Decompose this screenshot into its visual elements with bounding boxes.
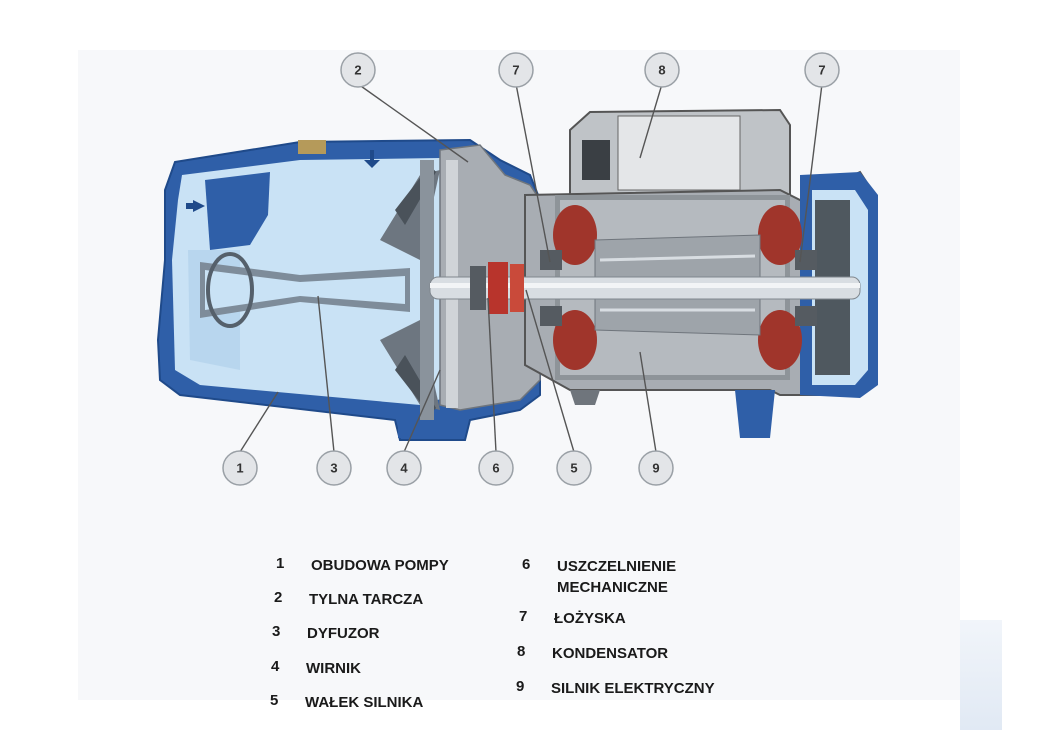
legend-number: 4 <box>271 658 280 675</box>
winding-right-top <box>758 205 802 265</box>
callout-label: 7 <box>512 63 519 78</box>
inlet-arrow-icon <box>193 200 205 212</box>
winding-left-bottom <box>553 310 597 370</box>
legend-label: USZCZELNIENIE <box>557 558 677 575</box>
electric-motor <box>524 108 878 438</box>
motor-shaft <box>429 276 861 300</box>
callout-label: 8 <box>658 63 665 78</box>
callout-label: 2 <box>354 63 361 78</box>
watermark-logo <box>960 620 1002 730</box>
callout-9: 9 <box>638 450 674 486</box>
legend-label: DYFUZOR <box>307 625 380 642</box>
outlet-arrow-icon <box>364 150 380 168</box>
legend-label: ŁOŻYSKA <box>554 610 626 627</box>
legend-label-line2: MECHANICZNE <box>557 579 668 596</box>
legend-number: 8 <box>517 643 526 660</box>
bearings <box>540 250 817 326</box>
callout-label: 6 <box>492 461 499 476</box>
legend-number: 9 <box>516 678 525 695</box>
legend-number: 7 <box>519 608 528 625</box>
callout-8: 8 <box>644 52 680 88</box>
callout-label: 7 <box>818 63 825 78</box>
callout-1: 1 <box>222 450 258 486</box>
callout-label: 3 <box>330 461 337 476</box>
legend-number: 6 <box>522 556 531 573</box>
legend-number: 5 <box>270 692 279 709</box>
callout-2: 2 <box>340 52 376 88</box>
callout-label: 1 <box>236 461 243 476</box>
callout-7-left: 7 <box>498 52 534 88</box>
legend-label: WIRNIK <box>306 660 361 677</box>
mechanical-seal <box>470 262 524 314</box>
callout-label: 4 <box>400 461 408 476</box>
legend-number: 2 <box>274 589 283 606</box>
callout-5: 5 <box>556 450 592 486</box>
legend-number: 3 <box>272 623 281 640</box>
callout-3: 3 <box>316 450 352 486</box>
legend-label: TYLNA TARCZA <box>309 591 424 608</box>
callout-6: 6 <box>478 450 514 486</box>
plug-fitting <box>298 140 326 154</box>
legend-label: KONDENSATOR <box>552 645 669 662</box>
legend-label: WAŁEK SILNIKA <box>305 694 424 711</box>
legend-number: 1 <box>276 555 285 572</box>
legend-label: OBUDOWA POMPY <box>311 557 449 574</box>
callout-4: 4 <box>386 450 422 486</box>
callout-label: 5 <box>570 461 577 476</box>
diffuser <box>200 252 410 328</box>
winding-left-top <box>553 205 597 265</box>
leader-lines <box>239 83 823 453</box>
impeller <box>380 160 440 420</box>
callout-7-right: 7 <box>804 52 840 88</box>
legend-label: SILNIK ELEKTRYCZNY <box>551 680 715 697</box>
winding-right-bottom <box>758 310 802 370</box>
callout-label: 9 <box>652 461 659 476</box>
